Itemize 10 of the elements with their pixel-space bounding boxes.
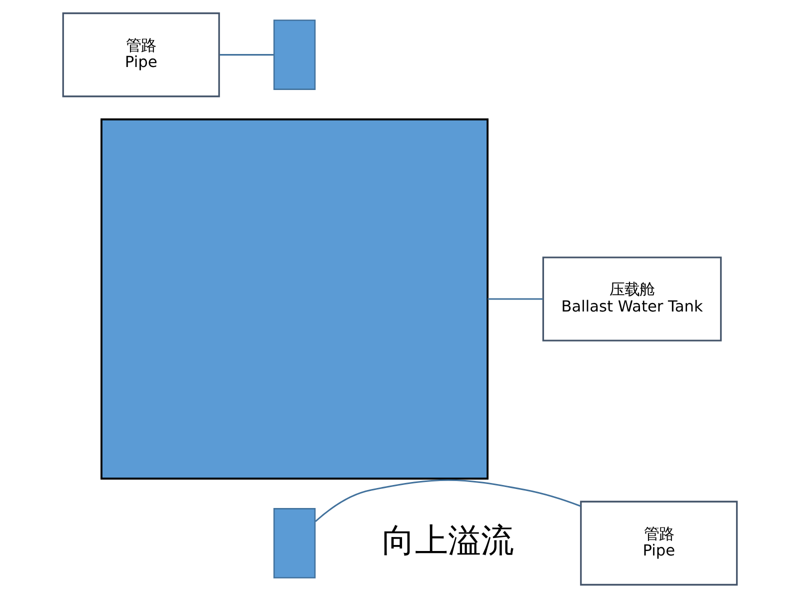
node-box: 管路 Pipe bbox=[62, 12, 220, 98]
node-bar bbox=[273, 508, 316, 578]
node-box bbox=[100, 118, 489, 480]
node-bar bbox=[273, 20, 316, 90]
connector bbox=[220, 54, 274, 56]
label: 向上溢流 bbox=[382, 522, 514, 560]
connector bbox=[488, 298, 543, 300]
node-box: 管路 Pipe bbox=[580, 500, 738, 586]
connector bbox=[314, 479, 581, 522]
node-box: 压载舱 Ballast Water Tank bbox=[542, 256, 722, 342]
